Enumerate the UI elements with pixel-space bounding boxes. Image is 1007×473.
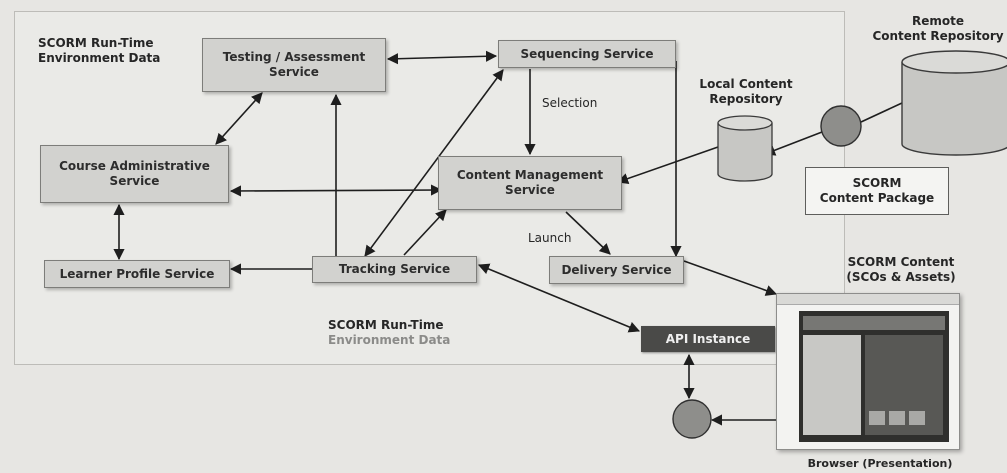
thumbnail-image — [869, 411, 885, 425]
thumbnail-image — [889, 411, 905, 425]
browser-titlebar — [777, 294, 959, 305]
launch-link — [565, 211, 611, 255]
runtime-data-label-bottom: SCORM Run-Time — [328, 318, 444, 332]
scorm-content-package: SCORM Content Package — [805, 167, 949, 215]
runtime-data-label-bottom-2: Environment Data — [328, 333, 451, 347]
runtime-data-label-top: SCORM Run-Time Environment Data — [38, 36, 161, 65]
remote-repository-cylinder — [901, 50, 1007, 156]
testing-assessment-service: Testing / Assessment Service — [202, 38, 386, 92]
tracking-api-link — [477, 263, 641, 333]
remote-repository-label: Remote Content Repository — [872, 14, 1004, 43]
repository-connector-circle — [820, 105, 862, 147]
browser-label: Browser (Presentation) — [807, 457, 953, 470]
page-header-block — [803, 316, 945, 330]
content-management-service: Content Management Service — [438, 156, 622, 210]
scorm-content-label: SCORM Content (SCOs & Assets) — [846, 255, 956, 284]
remote-connector-link — [860, 102, 903, 123]
connector-localrepo-link — [763, 131, 823, 156]
sequencing-service: Sequencing Service — [498, 40, 676, 68]
local-repository-cylinder — [717, 115, 773, 182]
thumbnail-image — [909, 411, 925, 425]
tracking-sequencing-link — [364, 69, 504, 257]
testing-sequencing-link — [386, 50, 498, 65]
delivery-service: Delivery Service — [549, 256, 684, 284]
course-administrative-service: Course Administrative Service — [40, 145, 229, 203]
browser-window-illustration — [776, 293, 960, 450]
delivery-browser-link — [683, 260, 778, 296]
learner-profile-service: Learner Profile Service — [44, 260, 230, 288]
browser-page-thumbnail — [799, 311, 949, 442]
localrepo-contentmgmt-link — [616, 146, 719, 184]
tracking-service: Tracking Service — [312, 256, 477, 283]
selection-label: Selection — [542, 96, 598, 110]
testing-courseadmin-link — [215, 92, 263, 145]
tracking-contentmgmt-link — [403, 209, 447, 256]
browser-connector-circle — [672, 399, 712, 439]
launch-label: Launch — [528, 231, 572, 245]
api-instance: API Instance — [641, 326, 775, 352]
local-repository-label: Local Content Repository — [699, 77, 793, 106]
courseadmin-contentmgmt-link — [229, 184, 443, 197]
page-body-block — [803, 335, 861, 435]
